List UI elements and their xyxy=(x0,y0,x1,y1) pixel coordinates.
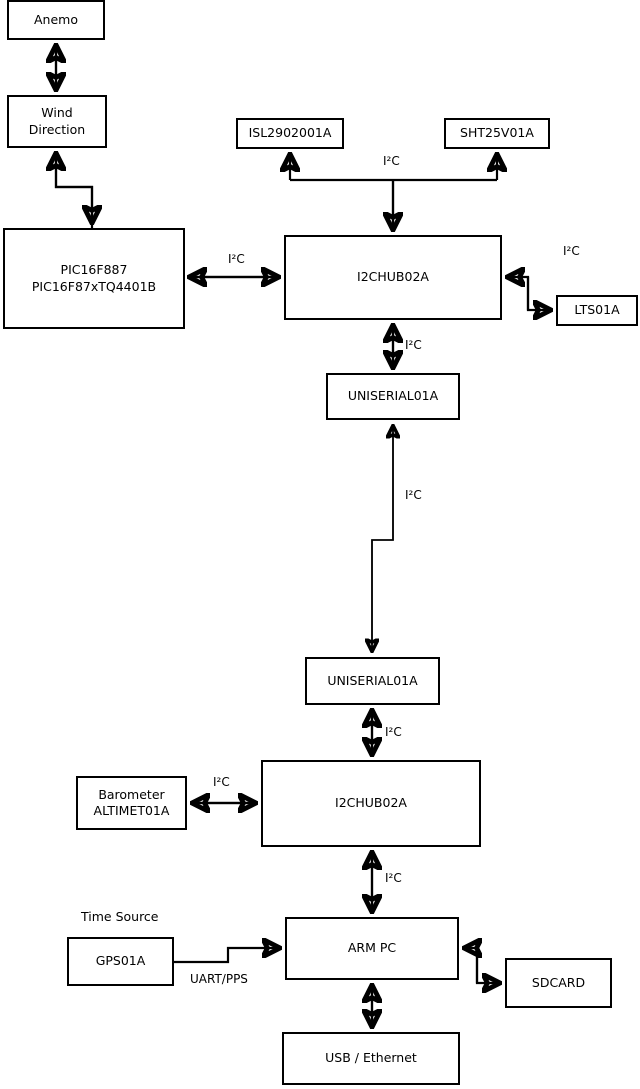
node-gps01a[interactable]: GPS01A xyxy=(67,937,174,986)
connector-uniserial-uniserial xyxy=(372,427,393,650)
edge-label-gps-armpc: UART/PPS xyxy=(190,972,248,986)
node-gps01a-label: GPS01A xyxy=(95,953,146,969)
edge-label-barometer-hubbot: I²C xyxy=(213,775,230,789)
node-i2chub02a-bottom-label: I2CHUB02A xyxy=(335,795,407,811)
node-isl2902001a[interactable]: ISL2902001A xyxy=(236,118,344,149)
connector-hubtop-sensors xyxy=(290,156,497,228)
connector-pic-wind xyxy=(56,155,92,228)
node-isl2902001a-label: ISL2902001A xyxy=(248,125,332,141)
node-pic-mcu[interactable]: PIC16F887 PIC16F87xTQ4401B xyxy=(3,228,185,329)
node-anemo-label: Anemo xyxy=(34,11,78,27)
node-uniserial01a-top[interactable]: UNISERIAL01A xyxy=(326,373,460,420)
node-wind-direction-label: Wind Direction xyxy=(28,105,86,137)
connector-hubtop-lts xyxy=(509,277,549,310)
node-barometer-altimet01a[interactable]: Barometer ALTIMET01A xyxy=(76,776,187,830)
edge-label-hubbot-armpc: I²C xyxy=(385,871,402,885)
edge-label-hubtop-lts: I²C xyxy=(563,244,580,258)
node-anemo[interactable]: Anemo xyxy=(7,0,105,40)
edge-label-uniserial-uniserial: I²C xyxy=(405,488,422,502)
node-sht25v01a[interactable]: SHT25V01A xyxy=(444,118,550,149)
node-pic-mcu-label: PIC16F887 PIC16F87xTQ4401B xyxy=(31,262,157,294)
node-arm-pc-label: ARM PC xyxy=(347,940,397,956)
node-arm-pc[interactable]: ARM PC xyxy=(285,917,459,980)
node-lts01a-label: LTS01A xyxy=(574,302,620,318)
edge-label-pic-hubtop: I²C xyxy=(228,252,245,266)
edge-label-hubtop-uniserialtop: I²C xyxy=(405,338,422,352)
connector-armpc-sdcard xyxy=(466,948,498,983)
edge-label-uniserialbot-hubbot: I²C xyxy=(385,725,402,739)
node-sht25v01a-label: SHT25V01A xyxy=(460,125,534,141)
node-wind-direction[interactable]: Wind Direction xyxy=(7,95,107,148)
node-uniserial01a-bottom-label: UNISERIAL01A xyxy=(327,672,418,688)
node-i2chub02a-bottom[interactable]: I2CHUB02A xyxy=(261,760,481,847)
label-time-source: Time Source xyxy=(81,909,159,924)
node-barometer-altimet01a-label: Barometer ALTIMET01A xyxy=(93,786,170,819)
node-uniserial01a-top-label: UNISERIAL01A xyxy=(347,388,439,404)
node-sdcard[interactable]: SDCARD xyxy=(505,958,612,1008)
node-lts01a[interactable]: LTS01A xyxy=(556,295,638,326)
node-sdcard-label: SDCARD xyxy=(531,974,586,990)
node-i2chub02a-top-label: I2CHUB02A xyxy=(357,269,429,285)
node-uniserial01a-bottom[interactable]: UNISERIAL01A xyxy=(305,657,440,705)
node-usb-ethernet[interactable]: USB / Ethernet xyxy=(282,1032,460,1085)
node-i2chub02a-top[interactable]: I2CHUB02A xyxy=(284,235,502,320)
edge-label-hubtop-sensors: I²C xyxy=(383,154,400,168)
node-usb-ethernet-label: USB / Ethernet xyxy=(325,1050,417,1066)
connector-gps-armpc xyxy=(174,948,278,964)
